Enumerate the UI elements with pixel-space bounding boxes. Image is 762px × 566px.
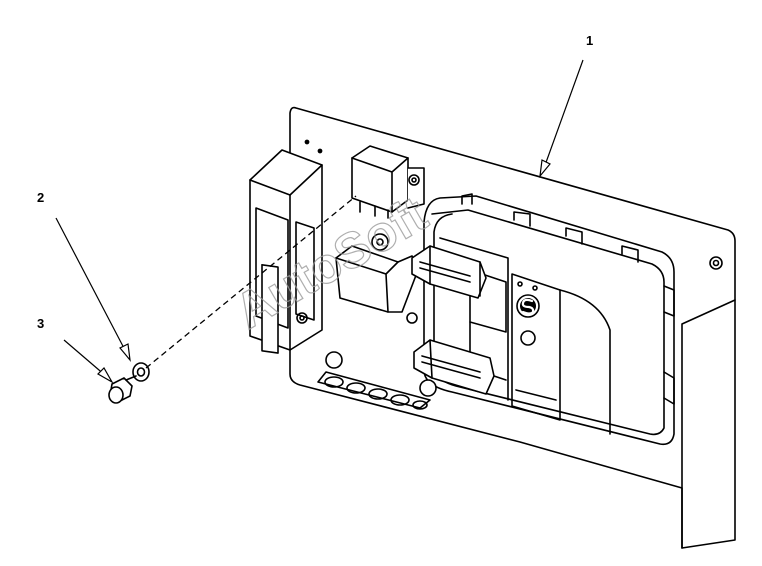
left-bracket — [249, 149, 323, 354]
arrowhead-2 — [119, 343, 131, 362]
grommet-strip — [317, 351, 437, 410]
leader-line-1 — [543, 59, 584, 169]
leader-line-3 — [63, 339, 107, 377]
callout-part-2: 2 — [37, 190, 45, 205]
screw — [108, 375, 137, 404]
arrowhead-1 — [539, 159, 551, 178]
assembly-path-line — [145, 195, 357, 369]
arrowhead-3 — [97, 367, 114, 384]
washer — [132, 362, 150, 382]
relay — [351, 145, 425, 219]
s-logo-icon — [520, 298, 536, 315]
callout-part-3: 3 — [37, 316, 45, 331]
leader-line-2 — [55, 217, 127, 353]
lower-connector — [413, 339, 495, 395]
callout-part-1: 1 — [586, 33, 594, 48]
upper-connector — [411, 245, 487, 299]
